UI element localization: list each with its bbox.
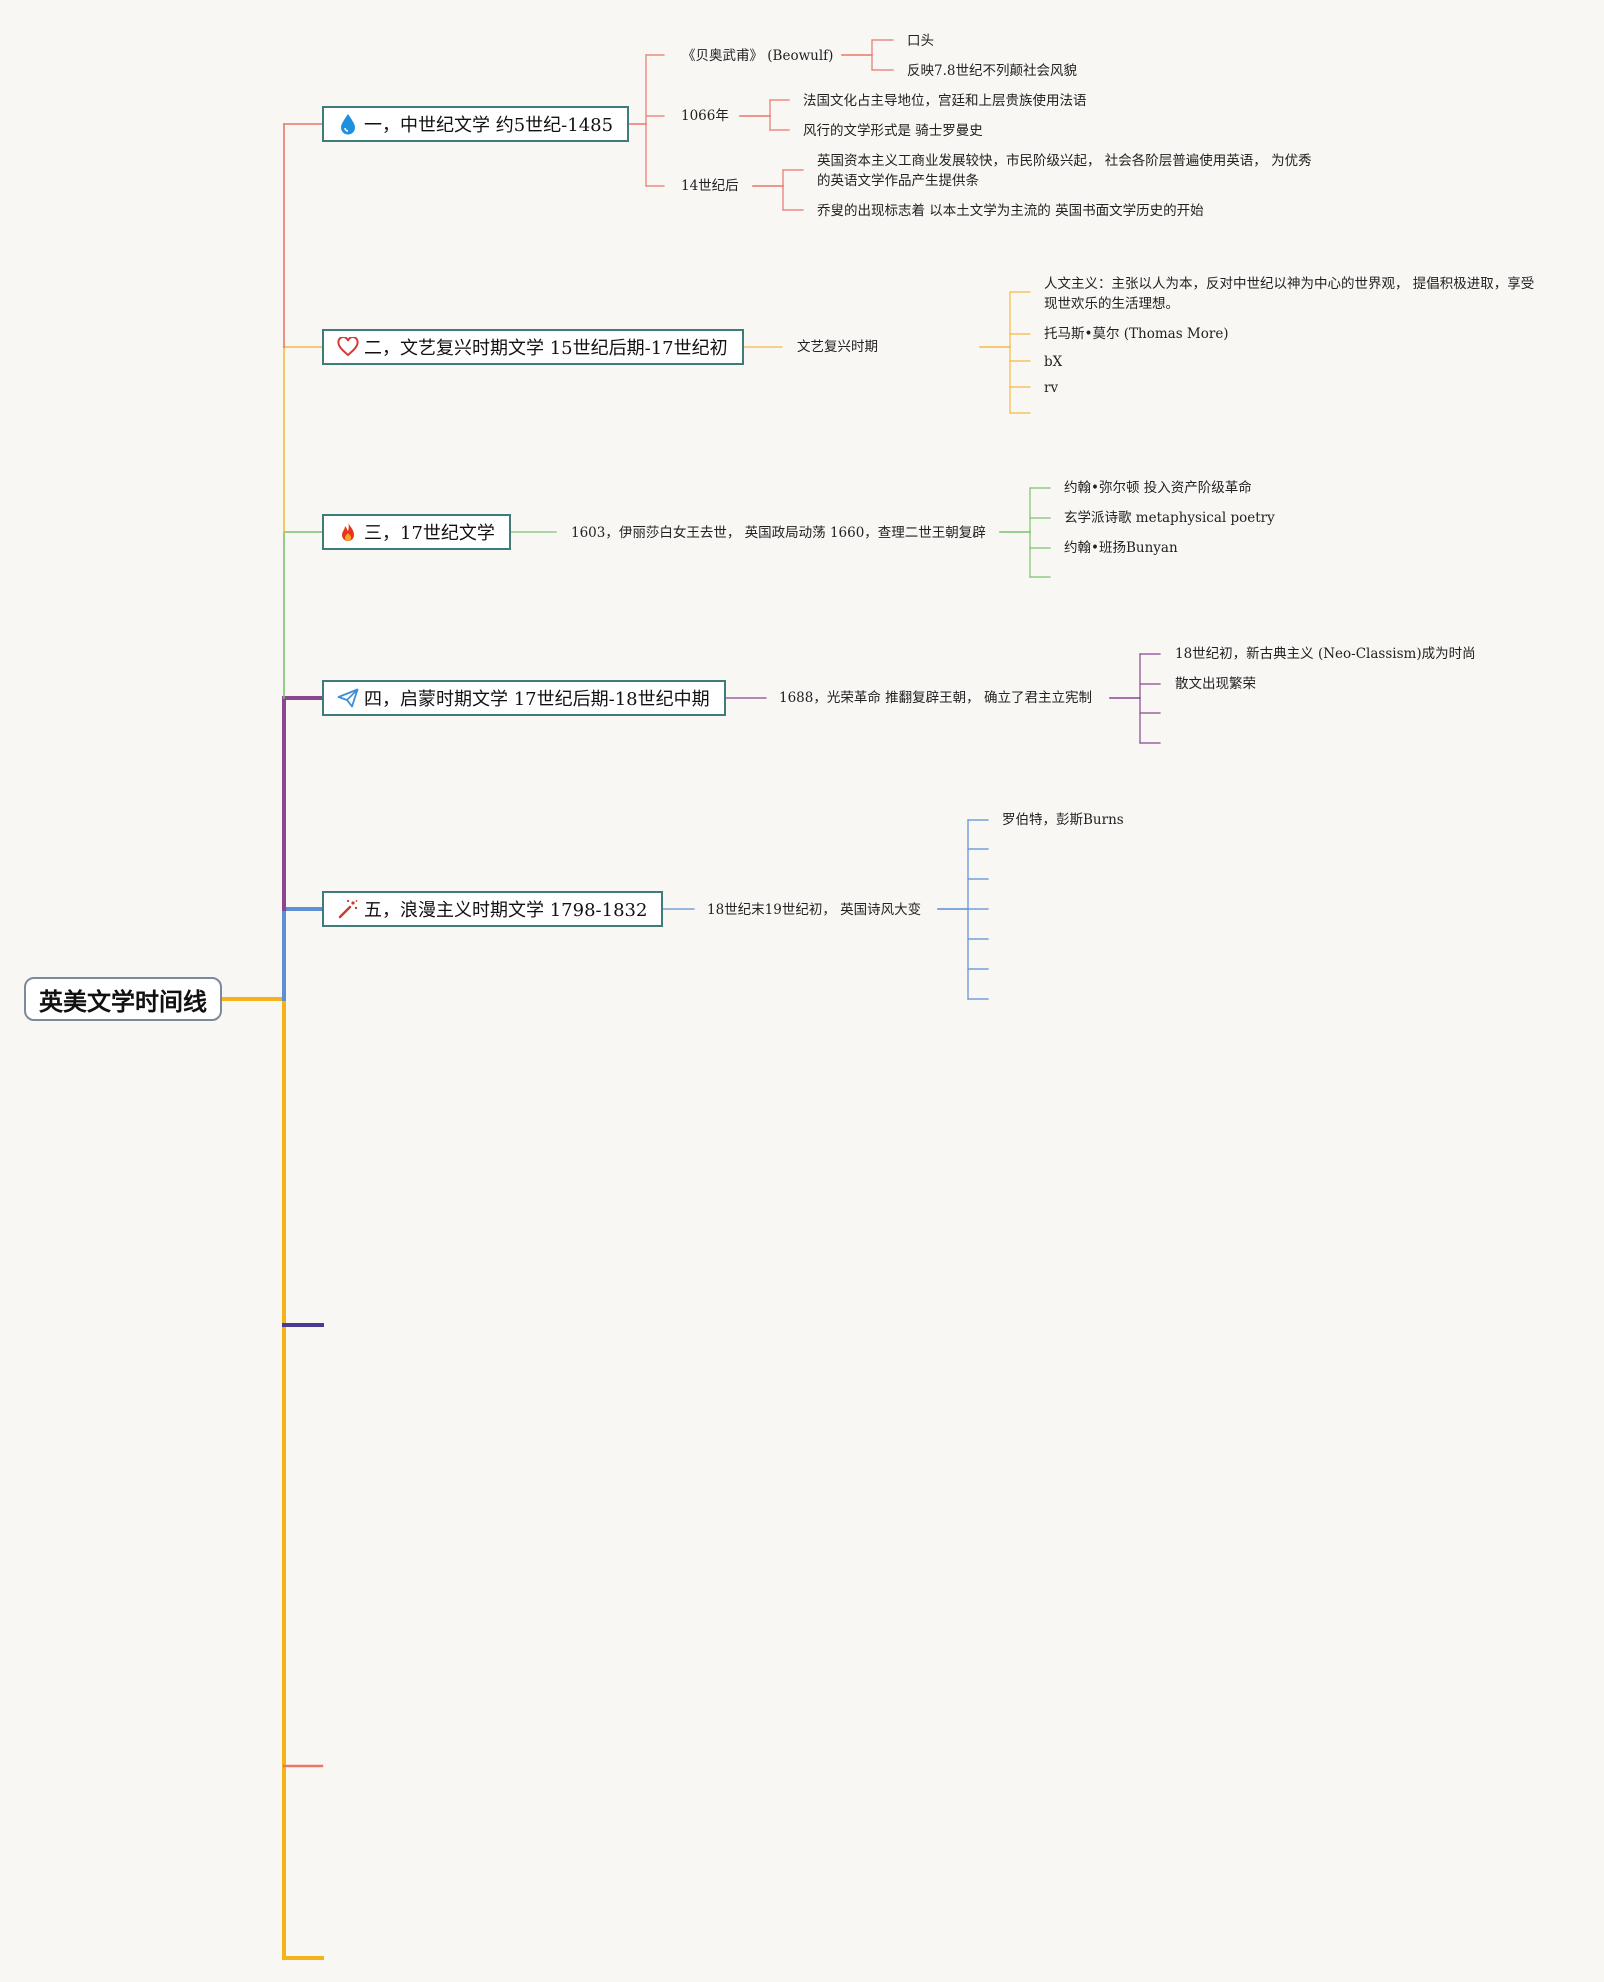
topic-humanism[interactable]: 人文主义：主张以人为本，反对中世纪以神为中心的世界观， 提倡积极进取，享受现世欢… xyxy=(1044,276,1535,312)
section-label: 四，启蒙时期文学 17世纪后期-18世纪中期 xyxy=(364,689,710,710)
topic-french-dominant[interactable]: 法国文化占主导地位，宫廷和上层贵族使用法语 xyxy=(803,93,1087,109)
topic-capitalism[interactable]: 英国资本主义工商业发展较快，市民阶级兴起， 社会各阶层普遍使用英语， 为优秀的英… xyxy=(817,153,1312,189)
root-topic-label: 英美文学时间线 xyxy=(39,987,207,1016)
heart-outline-icon xyxy=(336,335,360,359)
section-label: 一，中世纪文学 约5世纪-1485 xyxy=(364,115,614,136)
topic-1603-1660[interactable]: 1603，伊丽莎白女王去世， 英国政局动荡 1660，查理二世王朝复辟 xyxy=(571,525,986,541)
topic-reflect-society[interactable]: 反映7.8世纪不列颠社会风貌 xyxy=(907,63,1077,79)
topic-burns[interactable]: 罗伯特，彭斯Burns xyxy=(1002,812,1124,828)
topic-1066[interactable]: 1066年 xyxy=(681,108,729,124)
section-renaissance[interactable]: 二，文艺复兴时期文学 15世纪后期-17世纪初 xyxy=(322,329,744,365)
topic-metaphysical[interactable]: 玄学派诗歌 metaphysical poetry xyxy=(1064,510,1275,526)
topic-beowulf[interactable]: 《贝奥武甫》 (Beowulf) xyxy=(682,48,834,64)
topic-neoclassicism[interactable]: 18世纪初，新古典主义 (Neo-Classism)成为时尚 xyxy=(1175,646,1476,662)
topic-bunyan[interactable]: 约翰•班扬Bunyan xyxy=(1064,540,1178,556)
magic-wand-icon xyxy=(336,897,360,921)
topic-bx[interactable]: bX xyxy=(1044,354,1063,370)
section-label: 五，浪漫主义时期文学 1798-1832 xyxy=(364,900,648,921)
flame-icon xyxy=(336,520,360,544)
section-medieval[interactable]: 一，中世纪文学 约5世纪-1485 xyxy=(322,106,630,142)
topic-rv[interactable]: rv xyxy=(1044,380,1059,396)
topic-oral[interactable]: 口头 xyxy=(907,33,934,49)
topic-1688[interactable]: 1688，光荣革命 推翻复辟王朝， 确立了君主立宪制 xyxy=(779,690,1092,706)
topic-14th-century[interactable]: 14世纪后 xyxy=(681,178,739,194)
section-label: 二，文艺复兴时期文学 15世纪后期-17世纪初 xyxy=(364,338,728,359)
section-17th-century[interactable]: 三，17世纪文学 xyxy=(322,514,511,550)
water-drop-icon xyxy=(336,112,360,136)
paper-plane-icon xyxy=(336,686,360,710)
topic-late-18th[interactable]: 18世纪末19世纪初， 英国诗风大变 xyxy=(707,902,922,918)
topic-chaucer[interactable]: 乔叟的出现标志着 以本土文学为主流的 英国书面文学历史的开始 xyxy=(817,203,1204,219)
topic-romance[interactable]: 风行的文学形式是 骑士罗曼史 xyxy=(803,123,983,139)
topic-thomas-more[interactable]: 托马斯•莫尔 (Thomas More) xyxy=(1044,326,1229,342)
section-enlightenment[interactable]: 四，启蒙时期文学 17世纪后期-18世纪中期 xyxy=(322,680,726,716)
root-topic[interactable]: 英美文学时间线 xyxy=(24,977,222,1021)
topic-renaissance-period[interactable]: 文艺复兴时期 xyxy=(797,339,878,355)
section-label: 三，17世纪文学 xyxy=(364,523,495,544)
topic-prose[interactable]: 散文出现繁荣 xyxy=(1175,676,1256,692)
section-romanticism[interactable]: 五，浪漫主义时期文学 1798-1832 xyxy=(322,891,664,927)
topic-milton[interactable]: 约翰•弥尔顿 投入资产阶级革命 xyxy=(1064,480,1252,496)
